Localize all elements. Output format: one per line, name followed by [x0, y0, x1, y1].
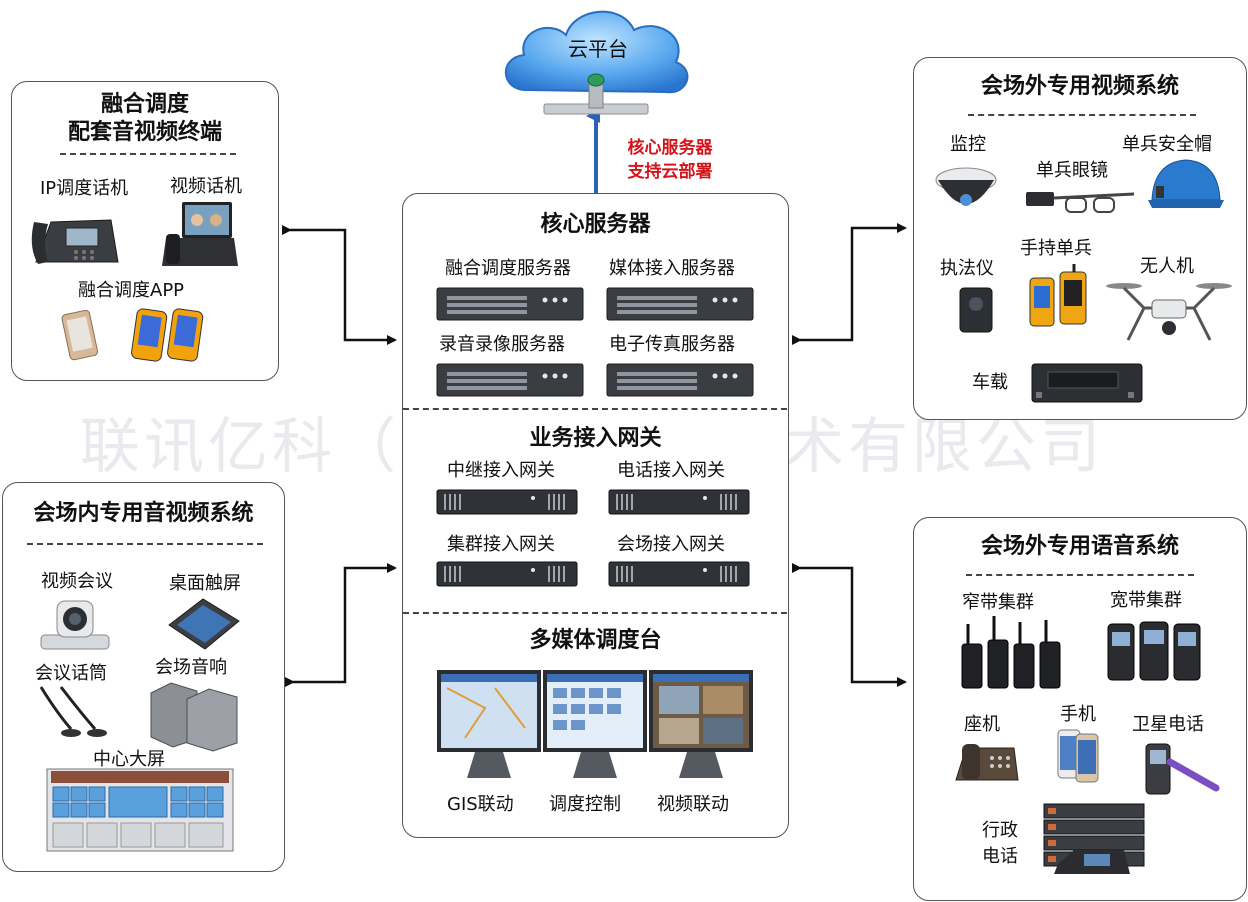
mic-label: 会议话筒: [35, 663, 107, 684]
outdoor-video-panel: 会场外专用视频系统 监控 单兵安全帽 单兵眼镜 执法仪 手持单兵 无人机: [913, 57, 1247, 420]
video-wall-icon: [46, 768, 234, 852]
video-phone-icon: [162, 202, 238, 266]
satellite-phone-icon: [1145, 743, 1220, 795]
mobile-label: 手机: [1060, 704, 1096, 725]
satellite-label: 卫星电话: [1132, 714, 1204, 735]
handheld-label: 手持单兵: [1020, 238, 1092, 259]
dome-camera-icon: [935, 167, 997, 206]
ip-phone-icon: [31, 219, 119, 264]
server-label: 媒体接入服务器: [609, 258, 735, 279]
desk-phone-label: 座机: [964, 714, 1000, 735]
gateway-icon: [436, 489, 578, 515]
gateway-label: 集群接入网关: [447, 534, 555, 555]
vehicle-recorder-icon: [1031, 363, 1143, 403]
terminals-panel: 融合调度 配套音视频终端 IP调度话机 视频话机 融合调度APP: [11, 81, 279, 381]
drone-icon: [1106, 283, 1232, 341]
gateway-label: 中继接入网关: [447, 460, 555, 481]
section-divider: [403, 408, 787, 410]
gateway-icon: [436, 561, 578, 587]
server-icon: [436, 287, 584, 321]
divider: [60, 153, 236, 155]
admin-phone-label-line2: 电话: [982, 846, 1018, 867]
server-label: 融合调度服务器: [445, 258, 571, 279]
pbx-switch-icon: [1043, 803, 1145, 874]
server-icon: [606, 287, 754, 321]
gateway-icon: [608, 489, 750, 515]
console-label: GIS联动: [447, 794, 514, 815]
gateway-title: 业务接入网关: [529, 426, 662, 451]
gateway-label: 电话接入网关: [617, 460, 725, 481]
terminals-title-line1: 融合调度: [100, 92, 189, 117]
smartphones-icon: [61, 308, 204, 362]
indoor-panel: 会场内专用音视频系统 视频会议 桌面触屏 会议话筒 会场音响 中心大屏: [2, 482, 285, 872]
helmet-icon: [1148, 159, 1224, 208]
cloud-note-line2: 支持云部署: [627, 162, 713, 182]
cloud-label: 云平台: [568, 37, 628, 61]
server-label: 电子传真服务器: [609, 334, 735, 355]
smart-glasses-icon: [1026, 192, 1135, 213]
speaker-label: 会场音响: [155, 657, 227, 678]
divider: [968, 114, 1196, 116]
divider: [27, 543, 263, 545]
mobile-phones-icon: [1057, 729, 1099, 783]
desk-phone-icon: [955, 744, 1019, 781]
broadband-label: 宽带集群: [1110, 590, 1182, 611]
outdoor-voice-title: 会场外专用语音系统: [980, 534, 1179, 559]
microphone-icon: [39, 686, 107, 737]
server-label: 录音录像服务器: [439, 334, 565, 355]
outdoor-video-title: 会场外专用视频系统: [980, 74, 1179, 99]
outdoor-voice-panel: 会场外专用语音系统 窄带集群 宽带集群 座机 手机 卫星电话 行政 电话: [913, 517, 1247, 901]
console-label: 视频联动: [657, 794, 729, 815]
recorder-label: 执法仪: [940, 258, 994, 279]
ip-phone-label: IP调度话机: [40, 178, 129, 199]
desk-touch-label: 桌面触屏: [169, 573, 241, 594]
server-icon: [436, 363, 584, 397]
app-label: 融合调度APP: [78, 280, 185, 301]
divider: [966, 574, 1194, 576]
big-screen-label: 中心大屏: [93, 749, 165, 770]
console-title: 多媒体调度台: [529, 628, 662, 653]
rugged-phone-icon: [1029, 264, 1087, 327]
video-conf-label: 视频会议: [41, 571, 113, 592]
video-phone-label: 视频话机: [170, 176, 242, 197]
terminals-title-line2: 配套音视频终端: [67, 120, 222, 145]
narrowband-label: 窄带集群: [962, 592, 1034, 613]
touch-panel-icon: [168, 598, 240, 650]
console-label: 调度控制: [549, 794, 621, 815]
indoor-title: 会场内专用音视频系统: [33, 501, 254, 526]
cloud-note-line1: 核心服务器: [627, 138, 713, 158]
glasses-label: 单兵眼镜: [1036, 160, 1108, 181]
section-divider: [403, 612, 787, 614]
drone-label: 无人机: [1140, 256, 1194, 277]
vehicle-label: 车载: [972, 372, 1008, 393]
core-panel: 核心服务器 融合调度服务器 媒体接入服务器 录音录像服务器 电子传真服务器 业务…: [402, 193, 789, 838]
conference-camera-icon: [40, 600, 110, 650]
monitor-label: 监控: [950, 134, 986, 155]
cloud-icon: [504, 10, 689, 115]
speaker-icon: [150, 682, 238, 752]
gateway-icon: [608, 561, 750, 587]
console-monitors-icon: [437, 670, 753, 778]
admin-phone-label-line1: 行政: [982, 820, 1018, 841]
body-camera-icon: [959, 287, 993, 333]
server-icon: [606, 363, 754, 397]
helmet-label: 单兵安全帽: [1122, 134, 1212, 155]
gateway-label: 会场接入网关: [617, 534, 725, 555]
walkie-talkies-icon: [961, 616, 1061, 689]
broadband-radios-icon: [1107, 621, 1201, 681]
core-title: 核心服务器: [540, 212, 651, 237]
